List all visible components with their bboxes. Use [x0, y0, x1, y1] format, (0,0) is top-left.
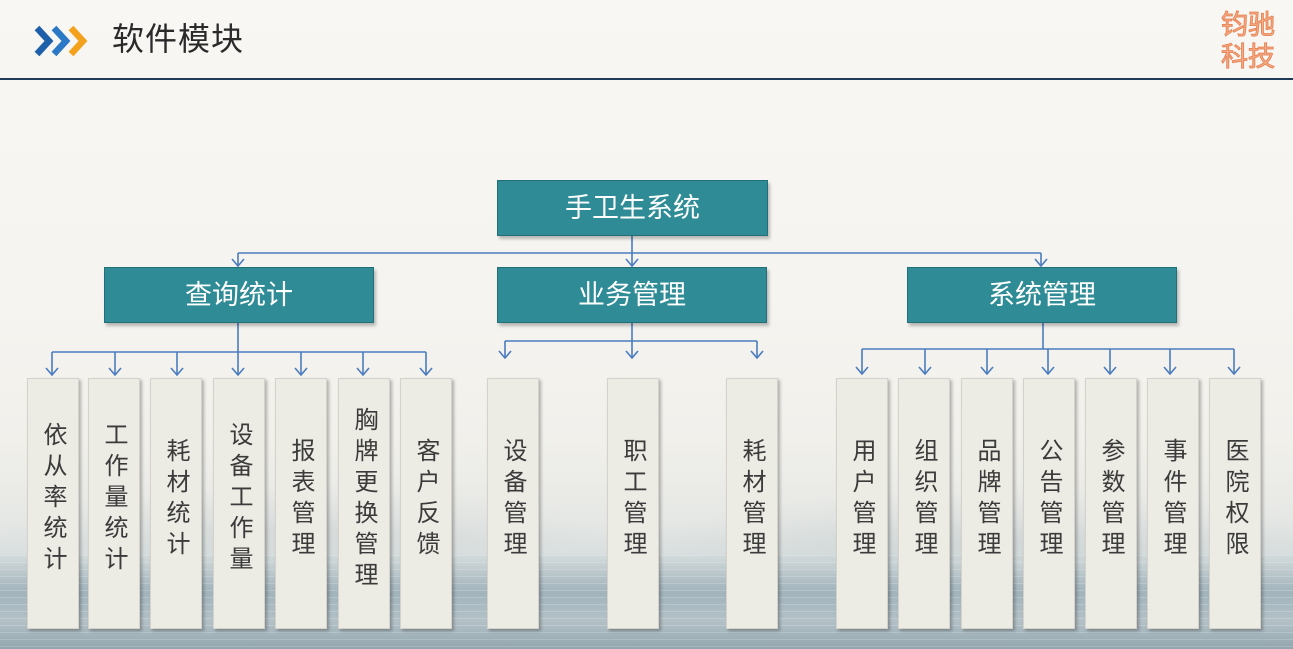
triple-chevron-icon [34, 25, 88, 57]
node-compliance-rate-statistics: 依从率统计 [27, 378, 79, 629]
node-customer-feedback: 客户反馈 [400, 378, 452, 629]
node-label: 依从率统计 [39, 422, 67, 577]
logo-line: 钧驰 [1221, 10, 1276, 42]
node-device-workload: 设备工作量 [213, 378, 265, 629]
node-workload-statistics: 工作量统计 [88, 378, 140, 629]
node-label: 设备管理 [499, 437, 527, 562]
chevron-right-icon [51, 25, 71, 57]
node-badge-replacement-management: 胸牌更换管理 [338, 378, 390, 629]
node-label: 查询统计 [185, 279, 293, 311]
node-consumables-management: 耗材管理 [726, 378, 778, 629]
node-business-management: 业务管理 [497, 267, 767, 323]
node-label: 工作量统计 [100, 422, 128, 577]
page-title: 软件模块 [112, 20, 245, 58]
chevron-right-icon [68, 25, 88, 57]
node-system-management: 系统管理 [907, 267, 1177, 323]
node-event-management: 事件管理 [1147, 378, 1199, 629]
node-organization-management: 组织管理 [898, 378, 950, 629]
node-announcement-management: 公告管理 [1023, 378, 1075, 629]
chevron-right-icon [34, 25, 54, 57]
node-label: 耗材统计 [162, 437, 190, 562]
node-label: 胸牌更换管理 [350, 406, 378, 593]
node-label: 医院权限 [1221, 437, 1249, 562]
node-query-statistics: 查询统计 [104, 267, 374, 323]
node-label: 品牌管理 [973, 437, 1001, 562]
header-divider [0, 78, 1293, 80]
node-label: 客户反馈 [412, 437, 440, 562]
node-consumables-statistics: 耗材统计 [150, 378, 202, 629]
node-label: 系统管理 [988, 279, 1096, 311]
node-label: 参数管理 [1097, 437, 1125, 562]
node-label: 设备工作量 [225, 422, 253, 577]
connector-system-management-to-children [862, 322, 1234, 374]
node-parameter-management: 参数管理 [1085, 378, 1137, 629]
company-logo: 钧驰 科技 [1213, 10, 1276, 74]
node-hospital-permissions: 医院权限 [1209, 378, 1261, 629]
node-label: 耗材管理 [738, 437, 766, 562]
node-label: 职工管理 [619, 437, 647, 562]
node-device-management: 设备管理 [487, 378, 539, 629]
node-hand-hygiene-system: 手卫生系统 [497, 180, 768, 236]
node-label: 公告管理 [1035, 437, 1063, 562]
logo-line: 科技 [1221, 42, 1276, 74]
node-label: 手卫生系统 [565, 192, 700, 224]
connector-business-management-to-children [505, 322, 757, 358]
connector-root-to-branches [238, 235, 1041, 266]
node-label: 报表管理 [287, 437, 315, 562]
node-staff-management: 职工管理 [607, 378, 659, 629]
node-report-management: 报表管理 [275, 378, 327, 629]
node-brand-management: 品牌管理 [961, 378, 1013, 629]
connector-query-statistics-to-children [52, 322, 426, 375]
node-user-management: 用户管理 [836, 378, 888, 629]
node-label: 业务管理 [578, 279, 686, 311]
node-label: 组织管理 [910, 437, 938, 562]
node-label: 用户管理 [848, 437, 876, 562]
node-label: 事件管理 [1159, 437, 1187, 562]
